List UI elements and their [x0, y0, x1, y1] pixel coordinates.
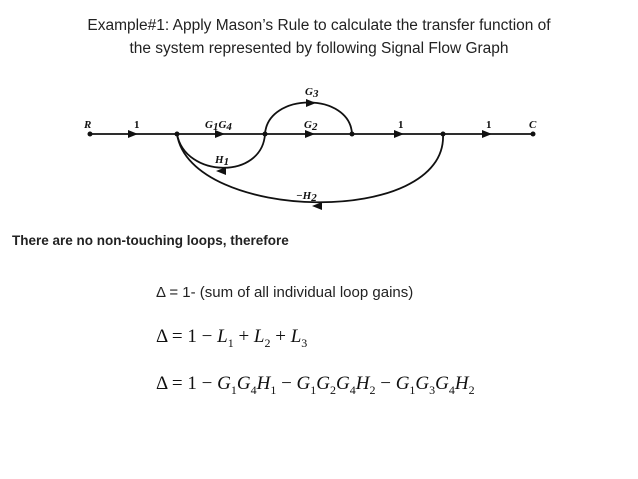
node-r	[87, 131, 93, 137]
arrow-g2	[305, 130, 315, 138]
eq2-t2: G	[296, 373, 311, 394]
eq2-t1-s2: 4	[250, 382, 257, 397]
eq2-t3-c: G	[435, 373, 449, 394]
equation-loop-sum: Δ = 1 − L1 + L2 + L3	[156, 326, 307, 351]
eq1-plus2: +	[270, 326, 291, 347]
arrow-h1	[216, 167, 226, 175]
eq1-l2-sub: 2	[264, 335, 271, 350]
arrow-g1g4	[215, 130, 225, 138]
slide-title: Example#1: Apply Mason’s Rule to calcula…	[0, 14, 638, 60]
eq2-t2-c: G	[336, 373, 350, 394]
eq2-t2-s3: 4	[349, 382, 356, 397]
label-h2: −H2	[296, 190, 317, 204]
eq2-t3-d: H	[454, 373, 469, 394]
eq2-m1: −	[276, 373, 297, 394]
title-line-1: Example#1: Apply Mason’s Rule to calcula…	[87, 17, 551, 34]
eq2-t3-s3: 4	[448, 382, 455, 397]
eq1-l3: L	[290, 326, 302, 347]
equation-expanded: Δ = 1 − G1G4H1 − G1G2G4H2 − G1G3G4H2	[156, 373, 475, 398]
eq2-t3-b: G	[415, 373, 430, 394]
eq1-l3-sub: 3	[301, 335, 308, 350]
eq2-t2-s1: 1	[310, 382, 317, 397]
non-touching-note: There are no non-touching loops, therefo…	[12, 233, 289, 248]
h2-loop	[176, 133, 444, 204]
node-1	[174, 131, 180, 137]
delta-definition: Δ = 1- (sum of all individual loop gains…	[156, 284, 414, 301]
label-h1: H1	[214, 154, 229, 168]
node-4	[440, 131, 446, 137]
eq2-t1-c: H	[256, 373, 271, 394]
node-3	[349, 131, 355, 137]
eq2-t2-d: H	[355, 373, 370, 394]
node-c	[530, 131, 536, 137]
eq2-lhs: Δ = 1 −	[156, 373, 218, 394]
eq1-l2: L	[253, 326, 265, 347]
label-g1g4: G1G4	[205, 119, 232, 133]
label-gain-out2: 1	[486, 119, 492, 131]
eq1-l1-sub: 1	[227, 335, 234, 350]
arrow-g3	[306, 99, 316, 107]
label-g2: G2	[304, 119, 318, 133]
eq2-t2-s2: 2	[330, 382, 336, 397]
label-gain-r: 1	[134, 119, 140, 131]
arrow-out1	[394, 130, 404, 138]
eq1-l1: L	[217, 326, 228, 347]
eq2-t2-s4: 2	[369, 382, 376, 397]
h1-loop	[176, 133, 266, 169]
arrow-h2	[312, 202, 322, 210]
eq2-t1: G	[217, 373, 231, 394]
eq2-t1-b: G	[236, 373, 251, 394]
signal-flow-graph: R 1 G1G4 G2 G3 H1 −H2 1 1 C	[83, 86, 537, 210]
label-gain-out1: 1	[398, 119, 404, 131]
eq2-m2: −	[375, 373, 396, 394]
eq1-plus1: +	[233, 326, 254, 347]
label-g3: G3	[305, 86, 319, 100]
title-line-2: the system represented by following Sign…	[129, 40, 509, 57]
node-2	[262, 131, 268, 137]
label-c: C	[529, 119, 537, 131]
eq2-t3-s1: 1	[409, 382, 416, 397]
eq2-t3-s2: 3	[429, 382, 436, 397]
eq2-t3-s4: 2	[468, 382, 475, 397]
label-r: R	[83, 119, 91, 131]
eq2-t1-s1: 1	[230, 382, 237, 397]
arrow-out2	[482, 130, 492, 138]
eq1-lhs: Δ = 1 −	[156, 326, 218, 347]
arrow-r	[128, 130, 138, 138]
eq2-t2-b: G	[316, 373, 330, 394]
eq2-t1-s3: 1	[270, 382, 277, 397]
eq2-t3: G	[395, 373, 410, 394]
